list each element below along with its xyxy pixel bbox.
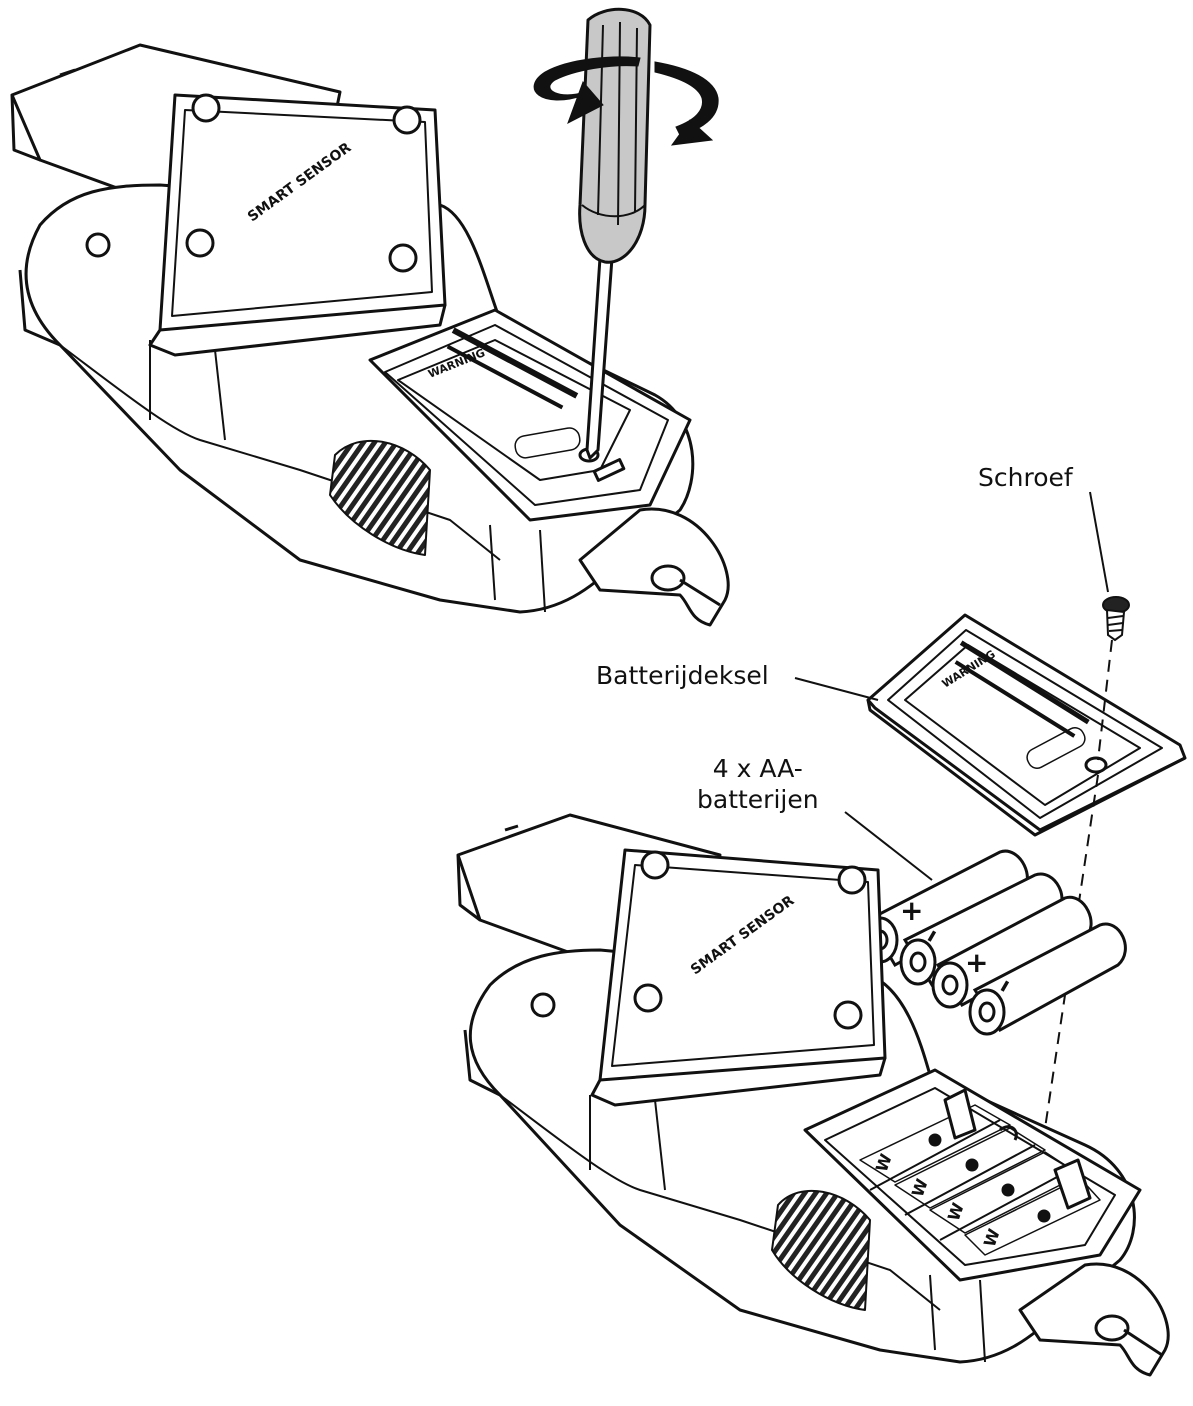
battery-4: – <box>968 922 1127 1036</box>
battery-cover-label: Batterijdeksel <box>596 661 769 690</box>
leader-batteries <box>844 811 933 881</box>
screw-label: Schroef <box>978 463 1073 492</box>
batteries-group: + – + – <box>861 849 1127 1036</box>
device-bottom: SMART SENSOR W W W W <box>456 813 1170 1377</box>
grip-area-top <box>329 439 431 556</box>
battery-1-plus: + <box>900 894 923 927</box>
leader-battery-cover <box>794 677 879 701</box>
batteries-label: 4 x AA- batterijen <box>697 753 819 815</box>
screwdriver <box>578 7 652 460</box>
screw-icon <box>1102 596 1130 642</box>
grip-area-bottom <box>771 1189 871 1311</box>
clamp-jaw-bottom <box>1018 1262 1170 1377</box>
rotation-arrow-icon <box>533 56 719 146</box>
battery-cover-installed: WARNING <box>368 308 692 522</box>
leader-lines <box>794 491 1109 881</box>
svg-text:W: W <box>908 1176 932 1199</box>
svg-text:W: W <box>872 1151 896 1174</box>
svg-text:W: W <box>944 1200 968 1223</box>
battery-cover-removed: WARNING <box>866 613 1187 837</box>
batteries-label-line2: batterijen <box>697 785 819 814</box>
battery-compartment: W W W W <box>803 1068 1142 1282</box>
screwdriver-handle <box>578 7 652 264</box>
clamp-jaw-top <box>578 507 730 627</box>
sensor-plate-top: SMART SENSOR <box>148 93 447 357</box>
svg-text:W: W <box>980 1226 1004 1249</box>
sensor-plate-bottom: SMART SENSOR <box>590 848 887 1107</box>
device-top: SMART SENSOR WARNING <box>10 43 730 627</box>
batteries-label-line1: 4 x AA- <box>712 754 803 783</box>
leader-screw <box>1089 491 1109 593</box>
battery-3-plus: + <box>965 946 988 979</box>
